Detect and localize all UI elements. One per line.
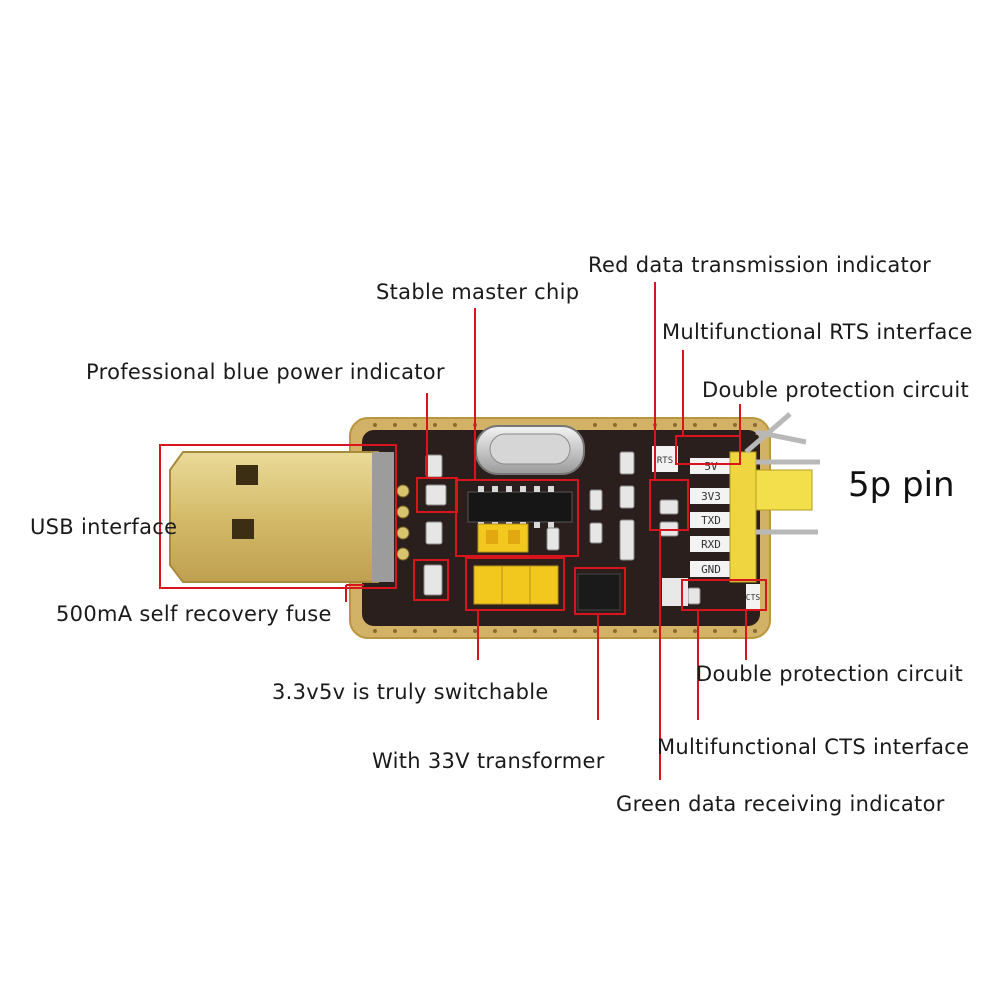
- pin-label-gnd: GND: [701, 563, 721, 576]
- regulator: [577, 573, 621, 611]
- transformer-label: With 33V transformer: [372, 749, 605, 773]
- leader-lines: [345, 282, 747, 780]
- pin-label-pads: [652, 446, 760, 610]
- voltage-switch-label: 3.3v5v is truly switchable: [272, 680, 549, 704]
- protection-circuit-top-label: Double protection circuit: [702, 378, 970, 402]
- usb-interface-label: USB interface: [30, 515, 178, 539]
- five-pin-label: 5p pin: [848, 465, 955, 505]
- main-chip: [467, 486, 573, 528]
- crystal-oscillator: [475, 425, 585, 475]
- fuse-label: 500mA self recovery fuse: [56, 602, 332, 626]
- pin-label-5v: 5V: [704, 460, 718, 473]
- pin-label-rxd: RXD: [701, 538, 721, 551]
- highlight-boxes: [159, 435, 767, 615]
- rts-interface-label: Multifunctional RTS interface: [662, 320, 973, 344]
- five-pin-header: [729, 412, 820, 583]
- pin-label-txd: TXD: [701, 514, 721, 527]
- voltage-select-header: [473, 565, 559, 605]
- green-rx-indicator-label: Green data receiving indicator: [616, 792, 945, 816]
- master-chip-label: Stable master chip: [376, 280, 580, 304]
- red-tx-indicator-label: Red data transmission indicator: [588, 253, 932, 277]
- cts-silk-label: CTS: [746, 593, 761, 602]
- cts-interface-label: Multifunctional CTS interface: [657, 735, 970, 759]
- rts-silk-label: RTS: [657, 456, 673, 466]
- power-indicator-label: Professional blue power indicator: [86, 360, 445, 384]
- jumper-cap: [477, 523, 529, 553]
- protection-circuit-bottom-label: Double protection circuit: [696, 662, 964, 686]
- smd-components: [423, 451, 701, 605]
- pin-label-3v3: 3V3: [701, 490, 721, 503]
- usb-connector: [169, 451, 410, 583]
